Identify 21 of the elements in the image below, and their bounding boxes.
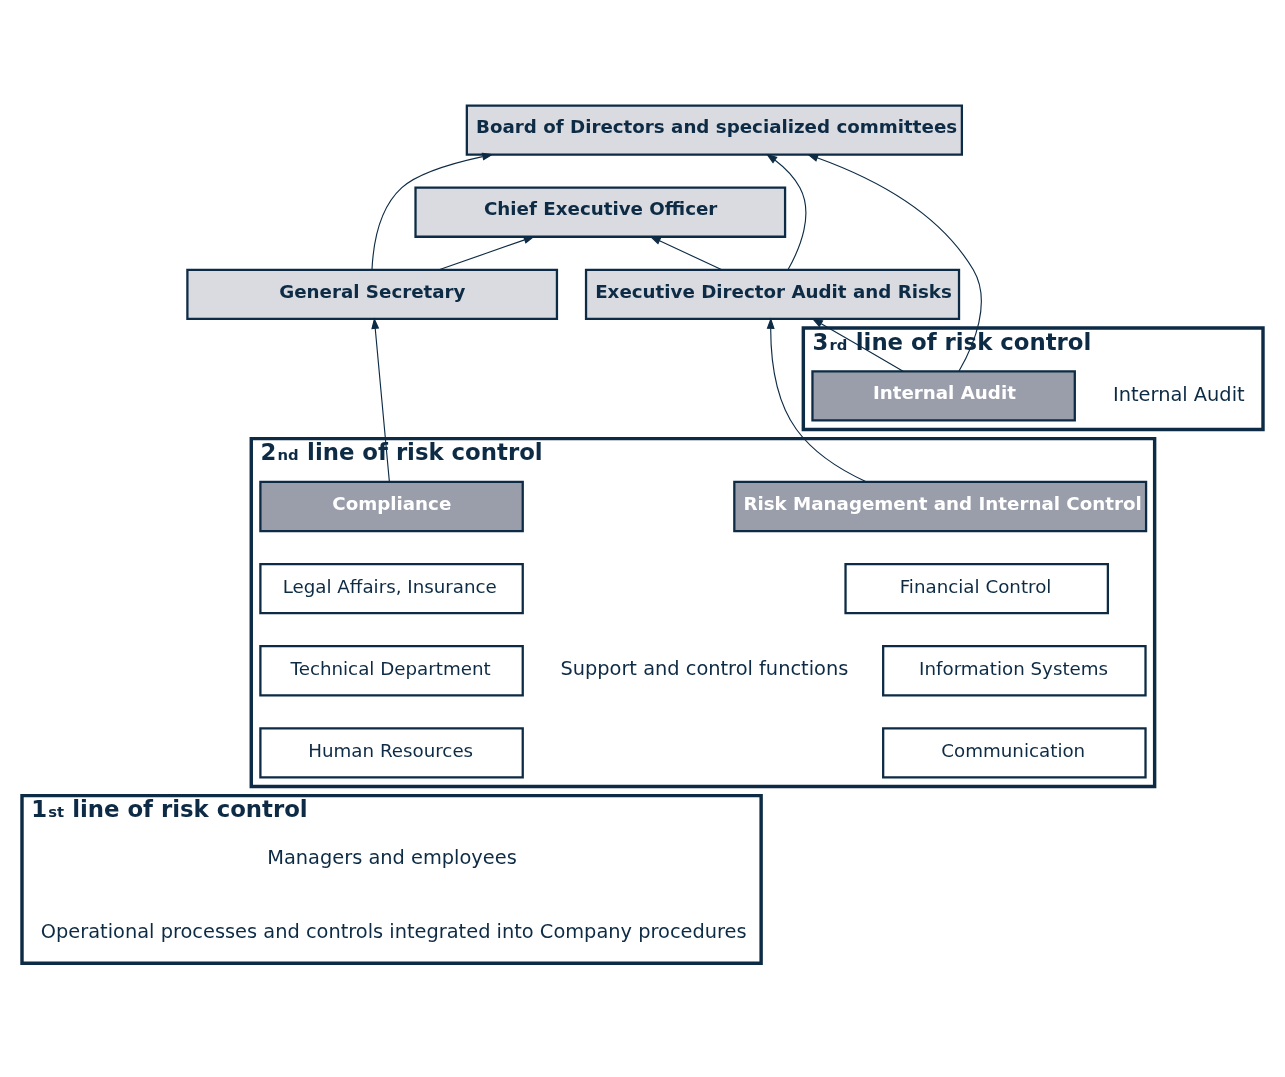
node-box: General Secretary	[186, 268, 559, 320]
node-box: Information Systems	[882, 644, 1147, 696]
node-box: Board of Directors and specialized committees	[465, 103, 963, 156]
node-box: Financial Control	[844, 562, 1110, 614]
arrow	[649, 235, 723, 270]
node-box: 1st line of risk control Managers and employees Operational processes and controls integrated into Company procedures	[20, 793, 763, 965]
arrow	[371, 152, 494, 270]
node-box: Legal Affairs, Insurance	[259, 562, 524, 614]
arrow	[765, 153, 807, 270]
arrow	[811, 317, 904, 372]
arrow	[766, 316, 868, 482]
node-box: Internal Audit	[811, 369, 1076, 421]
node-box: Communication	[882, 726, 1147, 779]
arrow	[806, 153, 982, 372]
node-box: Human Resources	[259, 726, 524, 779]
node-box: Technical Department	[259, 644, 524, 696]
node-box: Compliance	[259, 480, 524, 532]
arrow	[438, 235, 535, 270]
node-box: Chief Executive Officer	[414, 186, 787, 238]
node-box: Executive Director Audit and Risks	[584, 268, 961, 320]
node-box: Risk Management and Internal Control	[733, 480, 1148, 532]
